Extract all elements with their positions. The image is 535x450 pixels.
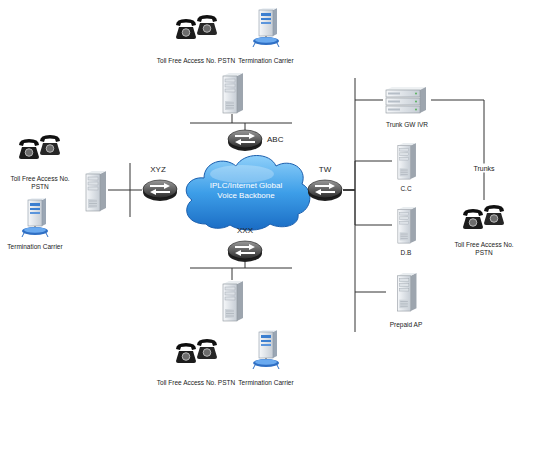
server-icon: [398, 207, 416, 243]
device-node: Toll Free Access No. PSTN: [146, 332, 246, 386]
device-label: Termination Carrier: [238, 379, 293, 386]
router-label: TW: [305, 165, 345, 174]
network-cloud: IPLC/Internet Global Voice Backbone: [178, 150, 314, 232]
network-link: [431, 100, 484, 200]
device-node: Toll Free Access No. PSTN: [440, 200, 528, 256]
network-link: [343, 100, 383, 190]
phone-icon: [176, 15, 217, 39]
router-node: ABC: [227, 128, 263, 152]
router-node: XXX: [227, 239, 263, 263]
device-node: Trunk GW IVR: [383, 84, 431, 128]
carrier-server-icon: [22, 198, 48, 237]
router-label: XXX: [225, 226, 265, 235]
device-node: Termination Carrier: [0, 196, 70, 250]
device-node: Toll Free Access No. PSTN: [146, 8, 246, 64]
gateway-server-icon: [223, 281, 243, 321]
device-node: Prepaid AP: [386, 270, 426, 328]
device-label: Termination Carrier: [238, 57, 293, 64]
gateway-server-icon: [223, 73, 243, 113]
phone-icon: [176, 339, 217, 363]
network-link: [343, 161, 392, 190]
link-label: Trunks: [471, 164, 496, 173]
router-symbol: [142, 178, 178, 202]
server-icon: [398, 143, 416, 179]
server-icon: [397, 273, 416, 311]
router-label: XYZ: [138, 165, 178, 174]
cloud-label: IPLC/Internet Global Voice Backbone: [201, 181, 291, 201]
router-symbol: [307, 178, 343, 202]
router-node: TW: [307, 178, 343, 202]
carrier-server-icon: [253, 330, 279, 369]
router-symbol: [227, 128, 263, 152]
device-node: Toll Free Access No. PSTN: [0, 128, 80, 190]
device-node: Termination Carrier: [236, 326, 296, 386]
gateway-server-icon: [86, 171, 106, 211]
carrier-server-icon: [253, 8, 279, 47]
network-link: [343, 190, 386, 292]
rack-server-icon: [386, 87, 426, 113]
lan-wire: [190, 114, 292, 130]
device-label: Termination Carrier: [7, 243, 62, 250]
device-label: Prepaid AP: [390, 321, 423, 328]
network-link: [343, 190, 392, 225]
device-label: C.C: [400, 185, 411, 192]
lan-wire: [190, 262, 292, 280]
bus-wire: [355, 78, 356, 332]
phone-icon: [463, 205, 504, 229]
device-label: Toll Free Access No. PSTN: [157, 379, 235, 386]
device-node: Termination Carrier: [236, 5, 296, 64]
device-node: C.C: [392, 140, 420, 192]
phone-icon: [19, 135, 60, 159]
device-node: D.B: [392, 204, 420, 256]
router-label: ABC: [267, 135, 283, 144]
router-symbol: [227, 239, 263, 263]
device-label: D.B: [401, 249, 412, 256]
device-label: Toll Free Access No. PSTN: [157, 57, 235, 64]
router-node: XYZ: [142, 178, 178, 202]
lan-wire: [108, 163, 142, 217]
device-label: Toll Free Access No. PSTN: [448, 241, 520, 256]
device-label: Toll Free Access No. PSTN: [4, 175, 76, 190]
device-label: Trunk GW IVR: [386, 121, 428, 128]
